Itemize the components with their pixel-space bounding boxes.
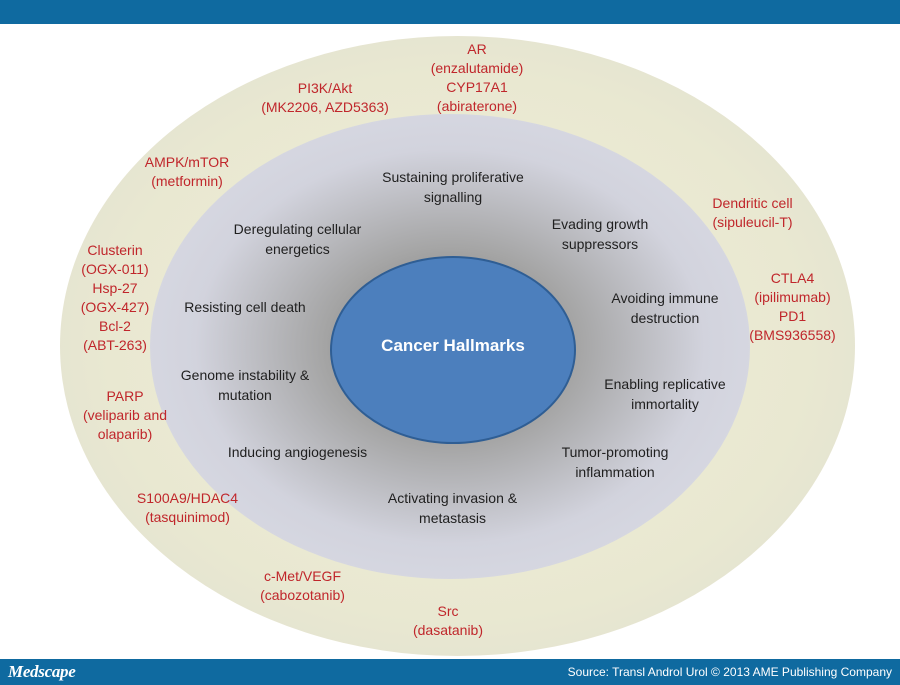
hallmark-inducing-angiogenesis: Inducing angiogenesis bbox=[227, 444, 368, 460]
top-banner bbox=[0, 0, 900, 24]
target-parp: PARP (veliparib and olaparib) bbox=[82, 388, 168, 442]
hallmark-resisting-cell-death: Resisting cell death bbox=[184, 299, 306, 315]
hallmark-genome-instability: Genome instability & mutation bbox=[180, 367, 310, 403]
target-dendritic-cell: Dendritic cell (sipuleucil-T) bbox=[712, 195, 793, 230]
target-s100a9-hdac4: S100A9/HDAC4 (tasquinimod) bbox=[136, 490, 239, 525]
core-ellipse bbox=[330, 256, 576, 444]
source-credit: Source: Transl Androl Urol © 2013 AME Pu… bbox=[567, 665, 892, 679]
hallmark-replicative-immortality: Enabling replicative immortality bbox=[604, 376, 726, 412]
hallmark-invasion-metastasis: Activating invasion & metastasis bbox=[387, 490, 518, 526]
hallmarks-diagram: Cancer Hallmarks Sustaining proliferativ… bbox=[0, 24, 900, 659]
footer-bar: Medscape Source: Transl Androl Urol © 20… bbox=[0, 659, 900, 685]
hallmark-evading-growth-suppressors: Evading growth suppressors bbox=[551, 216, 649, 252]
medscape-logo[interactable]: Medscape bbox=[8, 662, 76, 681]
hallmark-tumor-promoting-inflammation: Tumor-promoting inflammation bbox=[561, 444, 669, 480]
target-src: Src (dasatanib) bbox=[412, 603, 484, 638]
target-cmet-vegf: c-Met/VEGF (cabozotanib) bbox=[260, 568, 345, 603]
target-ampk-mtor: AMPK/mTOR (metformin) bbox=[144, 154, 230, 189]
target-ctla4-pd1: CTLA4 (ipilimumab) PD1 (BMS936558) bbox=[749, 270, 836, 343]
hallmark-proliferative-signalling: Sustaining proliferative signalling bbox=[382, 169, 524, 205]
target-pi3k-akt: PI3K/Akt (MK2206, AZD5363) bbox=[261, 80, 389, 115]
hallmark-avoiding-immune-destruction: Avoiding immune destruction bbox=[611, 290, 719, 326]
target-ar-cyp17a1: AR (enzalutamide) CYP17A1 (abiraterone) bbox=[430, 41, 524, 114]
target-clusterin-hsp27-bcl2: Clusterin (OGX-011) Hsp-27 (OGX-427) Bcl… bbox=[80, 242, 150, 353]
hallmark-deregulating-energetics: Deregulating cellular energetics bbox=[233, 221, 362, 257]
center-label: Cancer Hallmarks bbox=[381, 336, 525, 355]
